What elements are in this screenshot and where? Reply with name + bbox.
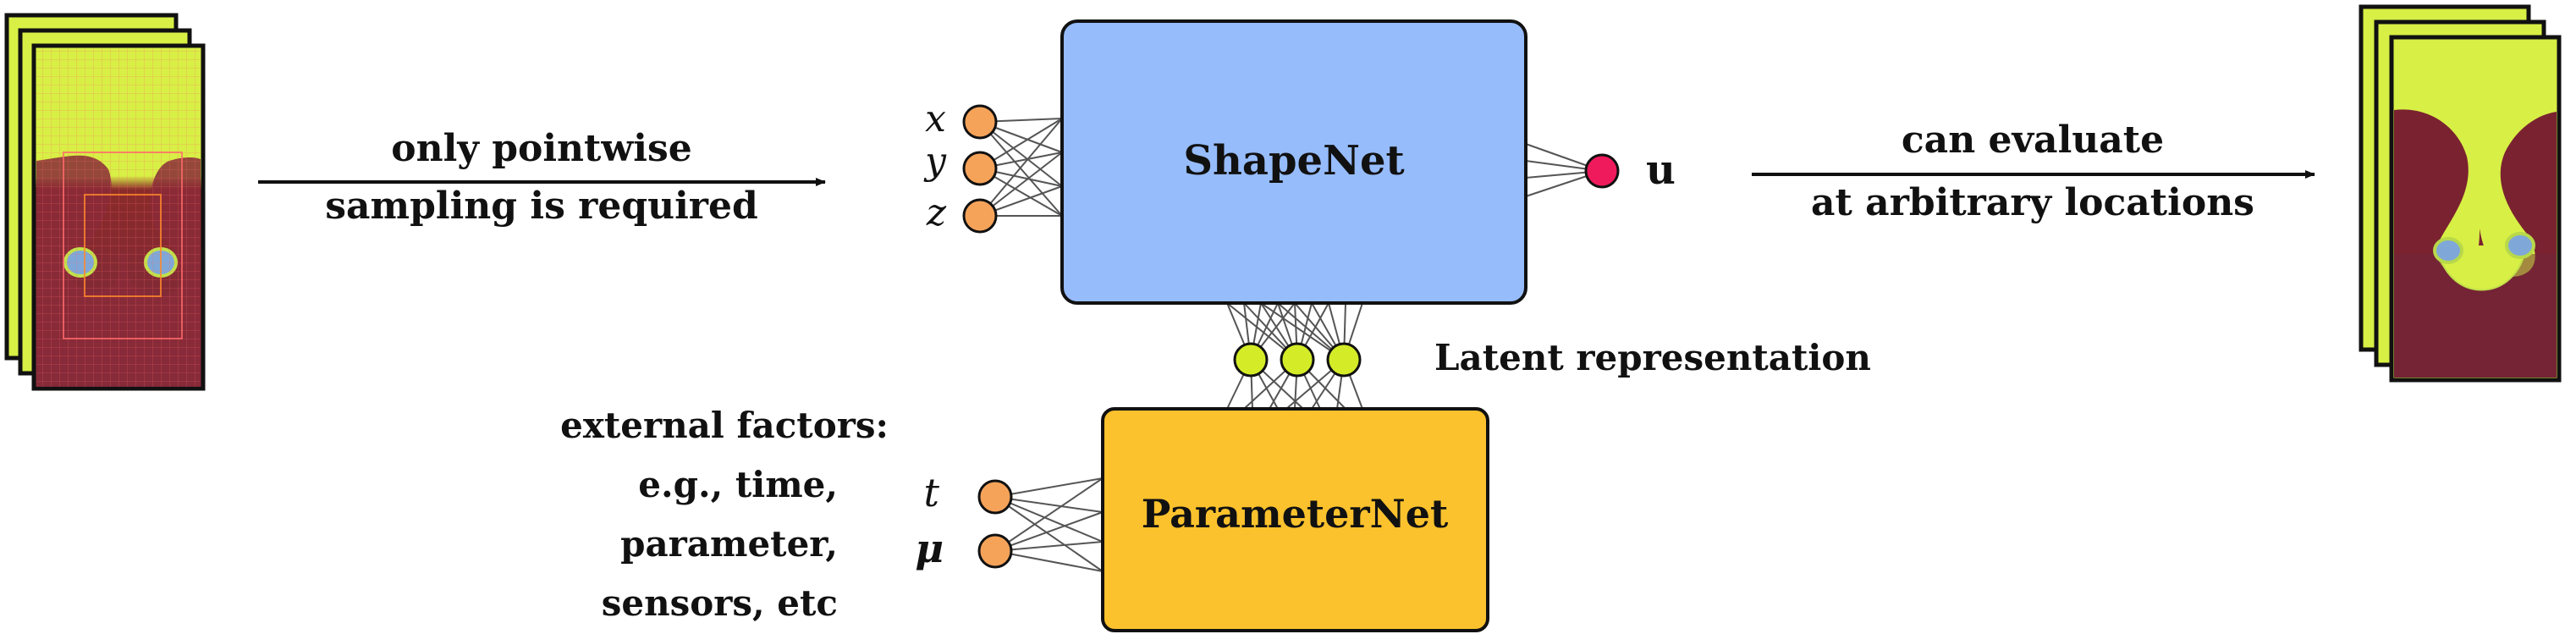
input-node-x	[962, 104, 998, 140]
latent-label: Latent representation	[1434, 337, 1871, 378]
external-factors-line3: parameter,	[620, 523, 838, 565]
input-node-y	[962, 151, 998, 186]
output-field-stack	[2359, 4, 2562, 383]
output-node-u	[1584, 153, 1620, 189]
right-arrow-caption-line1: can evaluate	[1902, 119, 2164, 162]
left-arrow-group: only pointwise sampling is required	[258, 127, 826, 228]
param-node-mu	[977, 533, 1013, 569]
param-node-t	[977, 479, 1013, 515]
shapenet-label: ShapeNet	[1183, 137, 1404, 185]
latent-representation: Latent representation	[1233, 337, 1871, 378]
parameternet-label: ParameterNet	[1142, 491, 1449, 537]
parameternet-box	[1101, 407, 1489, 632]
right-arrow-group: can evaluate at arbitrary locations	[1752, 119, 2315, 224]
shapenet-output: u	[1584, 146, 1676, 194]
output-field-front	[2389, 35, 2562, 383]
input-field-stack	[4, 13, 206, 391]
input-node-z	[962, 198, 998, 234]
input-label-y: y	[923, 140, 947, 183]
output-label-u: u	[1646, 146, 1676, 194]
param-label-t: t	[924, 470, 940, 515]
parameternet-block: ParameterNet	[1101, 407, 1489, 632]
param-label-mu: μ	[915, 526, 944, 571]
shapenet-block: ShapeNet	[1060, 19, 1527, 305]
shapenet-box	[1060, 19, 1527, 305]
input-label-z: z	[926, 191, 947, 234]
external-factors-caption: external factors: e.g., time, parameter,…	[560, 405, 889, 624]
external-factors-line2: e.g., time,	[638, 464, 838, 505]
external-factors-line1: external factors:	[560, 405, 889, 446]
latent-node-2	[1280, 342, 1315, 378]
left-arrow-caption-line1: only pointwise	[391, 127, 691, 170]
input-field-front	[31, 43, 206, 391]
shapenet-inputs: x y z	[923, 97, 998, 234]
input-label-x: x	[925, 97, 946, 141]
latent-node-1	[1233, 342, 1269, 378]
right-arrow-caption-line2: at arbitrary locations	[1811, 181, 2254, 224]
external-factors-line4: sensors, etc	[602, 582, 838, 624]
left-arrow-caption-line2: sampling is required	[325, 185, 758, 228]
latent-node-3	[1326, 342, 1362, 378]
parameternet-inputs: t μ	[915, 470, 1013, 571]
